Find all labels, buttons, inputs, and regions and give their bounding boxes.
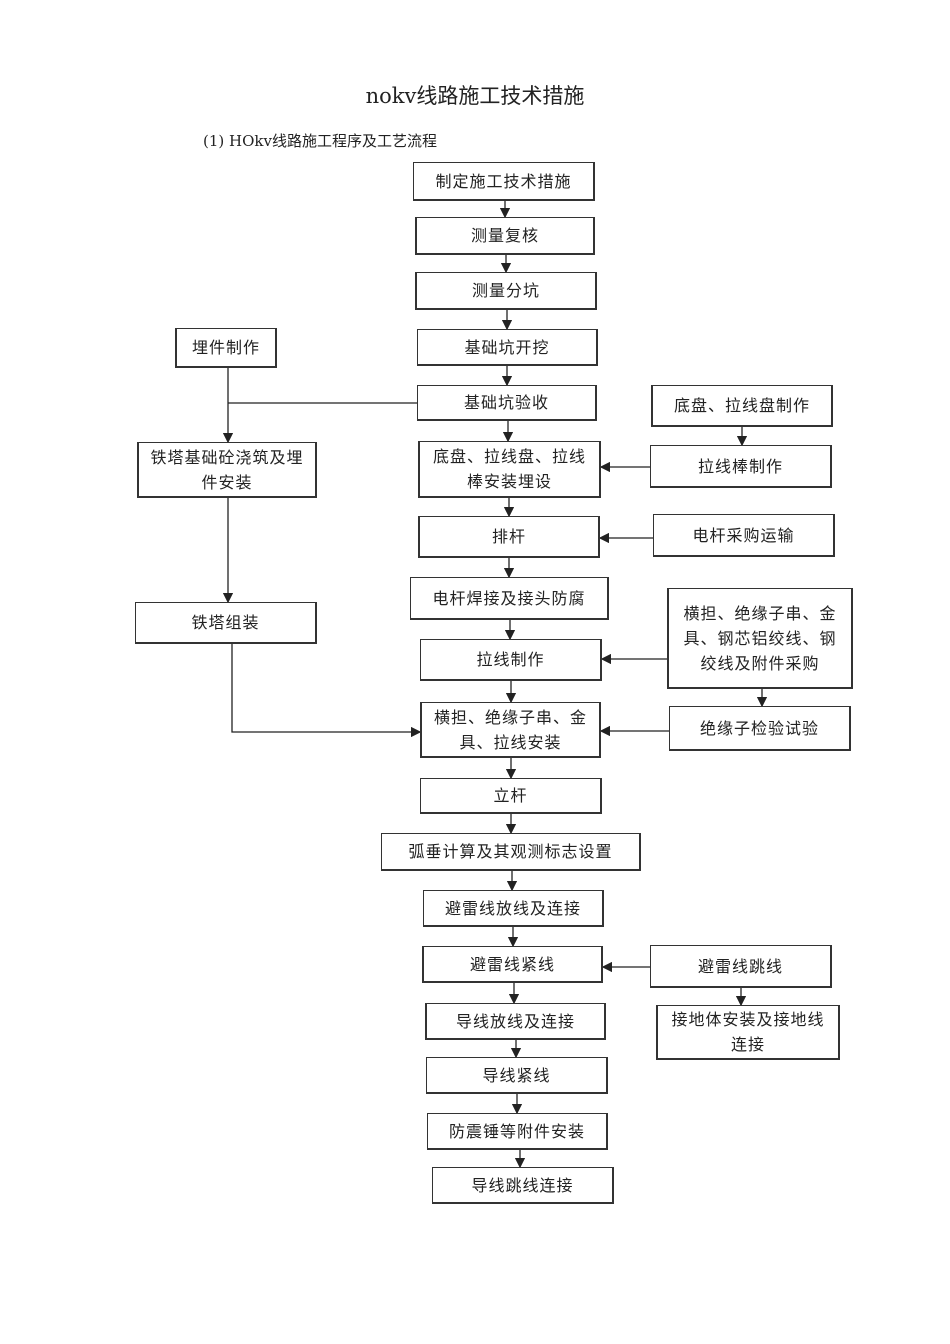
flow-step-main-10: 横担、绝缘子串、金具、拉线安装 — [420, 702, 601, 758]
flow-step-main-5: 基础坑验收 — [417, 385, 597, 421]
flow-step-main-1: 制定施工技术措施 — [413, 162, 595, 201]
flow-step-left-3: 铁塔组装 — [135, 602, 317, 644]
flow-step-main-16: 导线紧线 — [426, 1057, 608, 1094]
flow-step-main-13: 避雷线放线及连接 — [423, 890, 604, 927]
flow-step-main-7: 排杆 — [418, 516, 600, 558]
flow-step-main-8: 电杆焊接及接头防腐 — [410, 577, 609, 620]
flow-step-right-5: 绝缘子检验试验 — [669, 706, 851, 751]
flow-step-main-4: 基础坑开挖 — [417, 329, 598, 366]
flow-step-right-6: 避雷线跳线 — [650, 945, 832, 988]
arrow-left-to-main — [231, 644, 422, 738]
flow-step-main-15: 导线放线及连接 — [425, 1003, 606, 1040]
flow-step-main-9: 拉线制作 — [420, 639, 602, 681]
flow-step-left-2: 铁塔基础砼浇筑及埋件安装 — [137, 442, 317, 498]
flow-step-right-2: 拉线棒制作 — [650, 445, 832, 488]
flow-step-main-3: 测量分坑 — [415, 272, 597, 310]
flow-step-right-7: 接地体安装及接地线连接 — [656, 1005, 840, 1060]
flow-step-main-14: 避雷线紧线 — [422, 946, 603, 983]
flow-step-main-11: 立杆 — [420, 778, 602, 814]
flow-step-right-4: 横担、绝缘子串、金具、钢芯铝绞线、钢绞线及附件采购 — [667, 588, 853, 689]
flow-step-main-6: 底盘、拉线盘、拉线棒安装埋设 — [418, 441, 601, 498]
section-heading: (1) HOkv线路施工程序及工艺流程 — [203, 132, 437, 150]
flow-step-main-12: 弧垂计算及其观测标志设置 — [381, 833, 641, 871]
page-title: nokv线路施工技术措施 — [365, 84, 585, 108]
flow-step-main-17: 防震锤等附件安装 — [427, 1113, 608, 1150]
flow-step-main-2: 测量复核 — [415, 217, 595, 255]
flow-step-right-3: 电杆采购运输 — [653, 514, 835, 557]
flow-step-left-1: 埋件制作 — [175, 328, 277, 368]
flow-step-right-1: 底盘、拉线盘制作 — [651, 385, 833, 427]
flow-step-main-18: 导线跳线连接 — [432, 1167, 614, 1204]
